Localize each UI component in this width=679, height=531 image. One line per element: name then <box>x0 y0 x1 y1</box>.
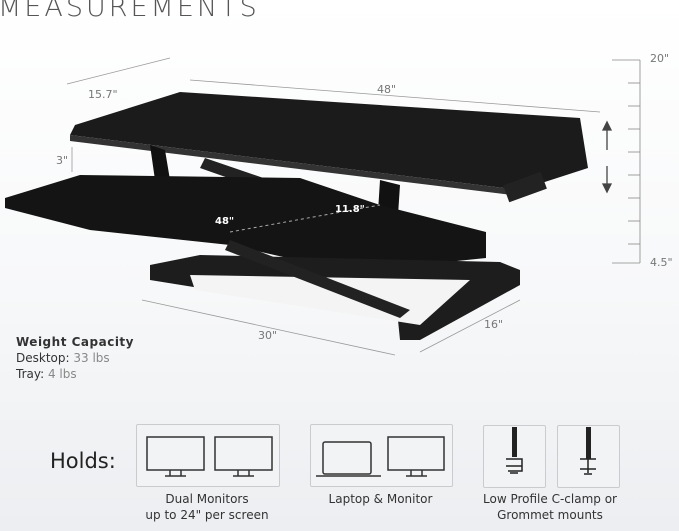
laptop-monitor-caption: Laptop & Monitor <box>310 491 451 507</box>
tray-capacity-value: 4 lbs <box>47 367 77 381</box>
dual-monitor-caption: Dual Monitors up to 24" per screen <box>136 491 278 523</box>
desktop-capacity-label: Desktop: <box>16 351 70 365</box>
grommet-mount-icon <box>557 425 620 488</box>
caption-line: Dual Monitors <box>165 492 249 506</box>
desk-illustration: 48" 11.8" <box>5 57 641 356</box>
base-depth-label: 16" <box>484 318 504 331</box>
height-min-label: 4.5" <box>650 256 673 269</box>
height-scale <box>612 59 641 264</box>
mount-caption: Low Profile C-clamp or Grommet mounts <box>470 491 630 523</box>
base-width-label: 30" <box>258 329 278 342</box>
caption-line: Low Profile C-clamp or <box>483 492 617 506</box>
desktop-surface <box>70 92 588 190</box>
holds-label: Holds: <box>50 449 116 473</box>
desktop-capacity: Desktop: 33 lbs <box>16 351 110 365</box>
keyboard-tray <box>5 175 486 272</box>
caption-line: up to 24" per screen <box>145 508 269 522</box>
caption-line: Laptop & Monitor <box>328 492 433 506</box>
tray-capacity-label: Tray: <box>16 367 45 381</box>
tray-width-label: 48" <box>215 216 234 227</box>
c-clamp-icon <box>483 425 546 488</box>
riser-gap-label: 3" <box>56 154 69 167</box>
weight-capacity-heading: Weight Capacity <box>16 335 134 349</box>
depth-label: 15.7" <box>88 88 118 101</box>
width-label: 48" <box>377 83 397 96</box>
desktop-capacity-value: 33 lbs <box>73 351 110 365</box>
page-title: MEASUREMENTS <box>0 0 260 23</box>
tray-depth-label: 11.8" <box>335 204 365 215</box>
tray-capacity: Tray: 4 lbs <box>16 367 77 381</box>
caption-line: Grommet mounts <box>497 508 603 522</box>
dual-monitor-icon <box>136 424 280 487</box>
height-max-label: 20" <box>650 52 670 65</box>
up-down-arrow-icon <box>601 120 613 194</box>
laptop-monitor-icon <box>310 424 453 487</box>
